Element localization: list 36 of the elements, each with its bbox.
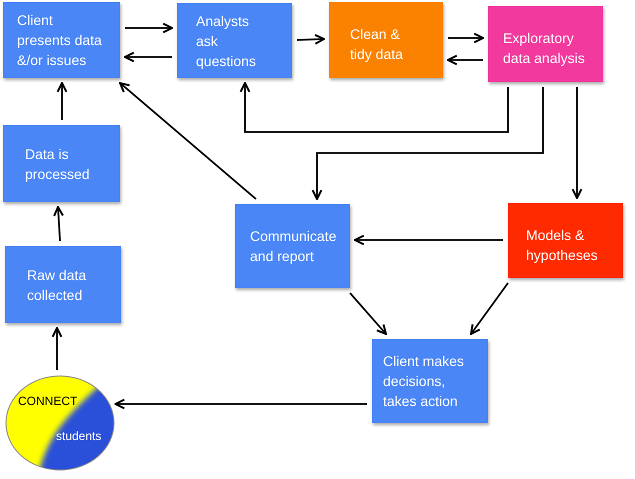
process-box [508, 203, 623, 278]
box-label: Exploratory data analysis [503, 29, 586, 68]
box-label: Client makes decisions, takes action [383, 352, 465, 411]
circle-label: students [56, 429, 102, 444]
process-box [3, 125, 120, 202]
arrow [52, 327, 62, 370]
arrow [572, 87, 582, 199]
process-box [329, 2, 443, 78]
box-label: Data is processed [25, 144, 91, 184]
arrow [124, 52, 172, 62]
arrow [312, 87, 544, 200]
process-box [3, 2, 120, 78]
arrow [349, 292, 387, 335]
arrow [240, 82, 509, 133]
box-label: Analysts ask questions [196, 12, 257, 70]
arrow [125, 22, 173, 34]
arrow [53, 206, 64, 242]
process-box [5, 246, 121, 323]
box-label: Raw data collected [27, 266, 88, 304]
arrow [296, 34, 325, 45]
arrow [119, 82, 257, 200]
arrow [56, 82, 68, 120]
box-label: Communicate and report [250, 227, 338, 266]
process-box [177, 3, 292, 78]
arrow [447, 54, 483, 66]
arrow [470, 282, 509, 335]
box-label: Clean & tidy data [350, 25, 404, 64]
box-label: Client presents data &/or issues [17, 11, 103, 70]
arrow [448, 32, 484, 44]
circle-label: CONNECT [18, 394, 78, 409]
process-box [372, 339, 488, 423]
arrow [354, 234, 503, 246]
process-box [488, 6, 603, 82]
arrow [114, 398, 367, 410]
box-label: Models & hypotheses [526, 226, 599, 264]
process-box [235, 204, 350, 288]
